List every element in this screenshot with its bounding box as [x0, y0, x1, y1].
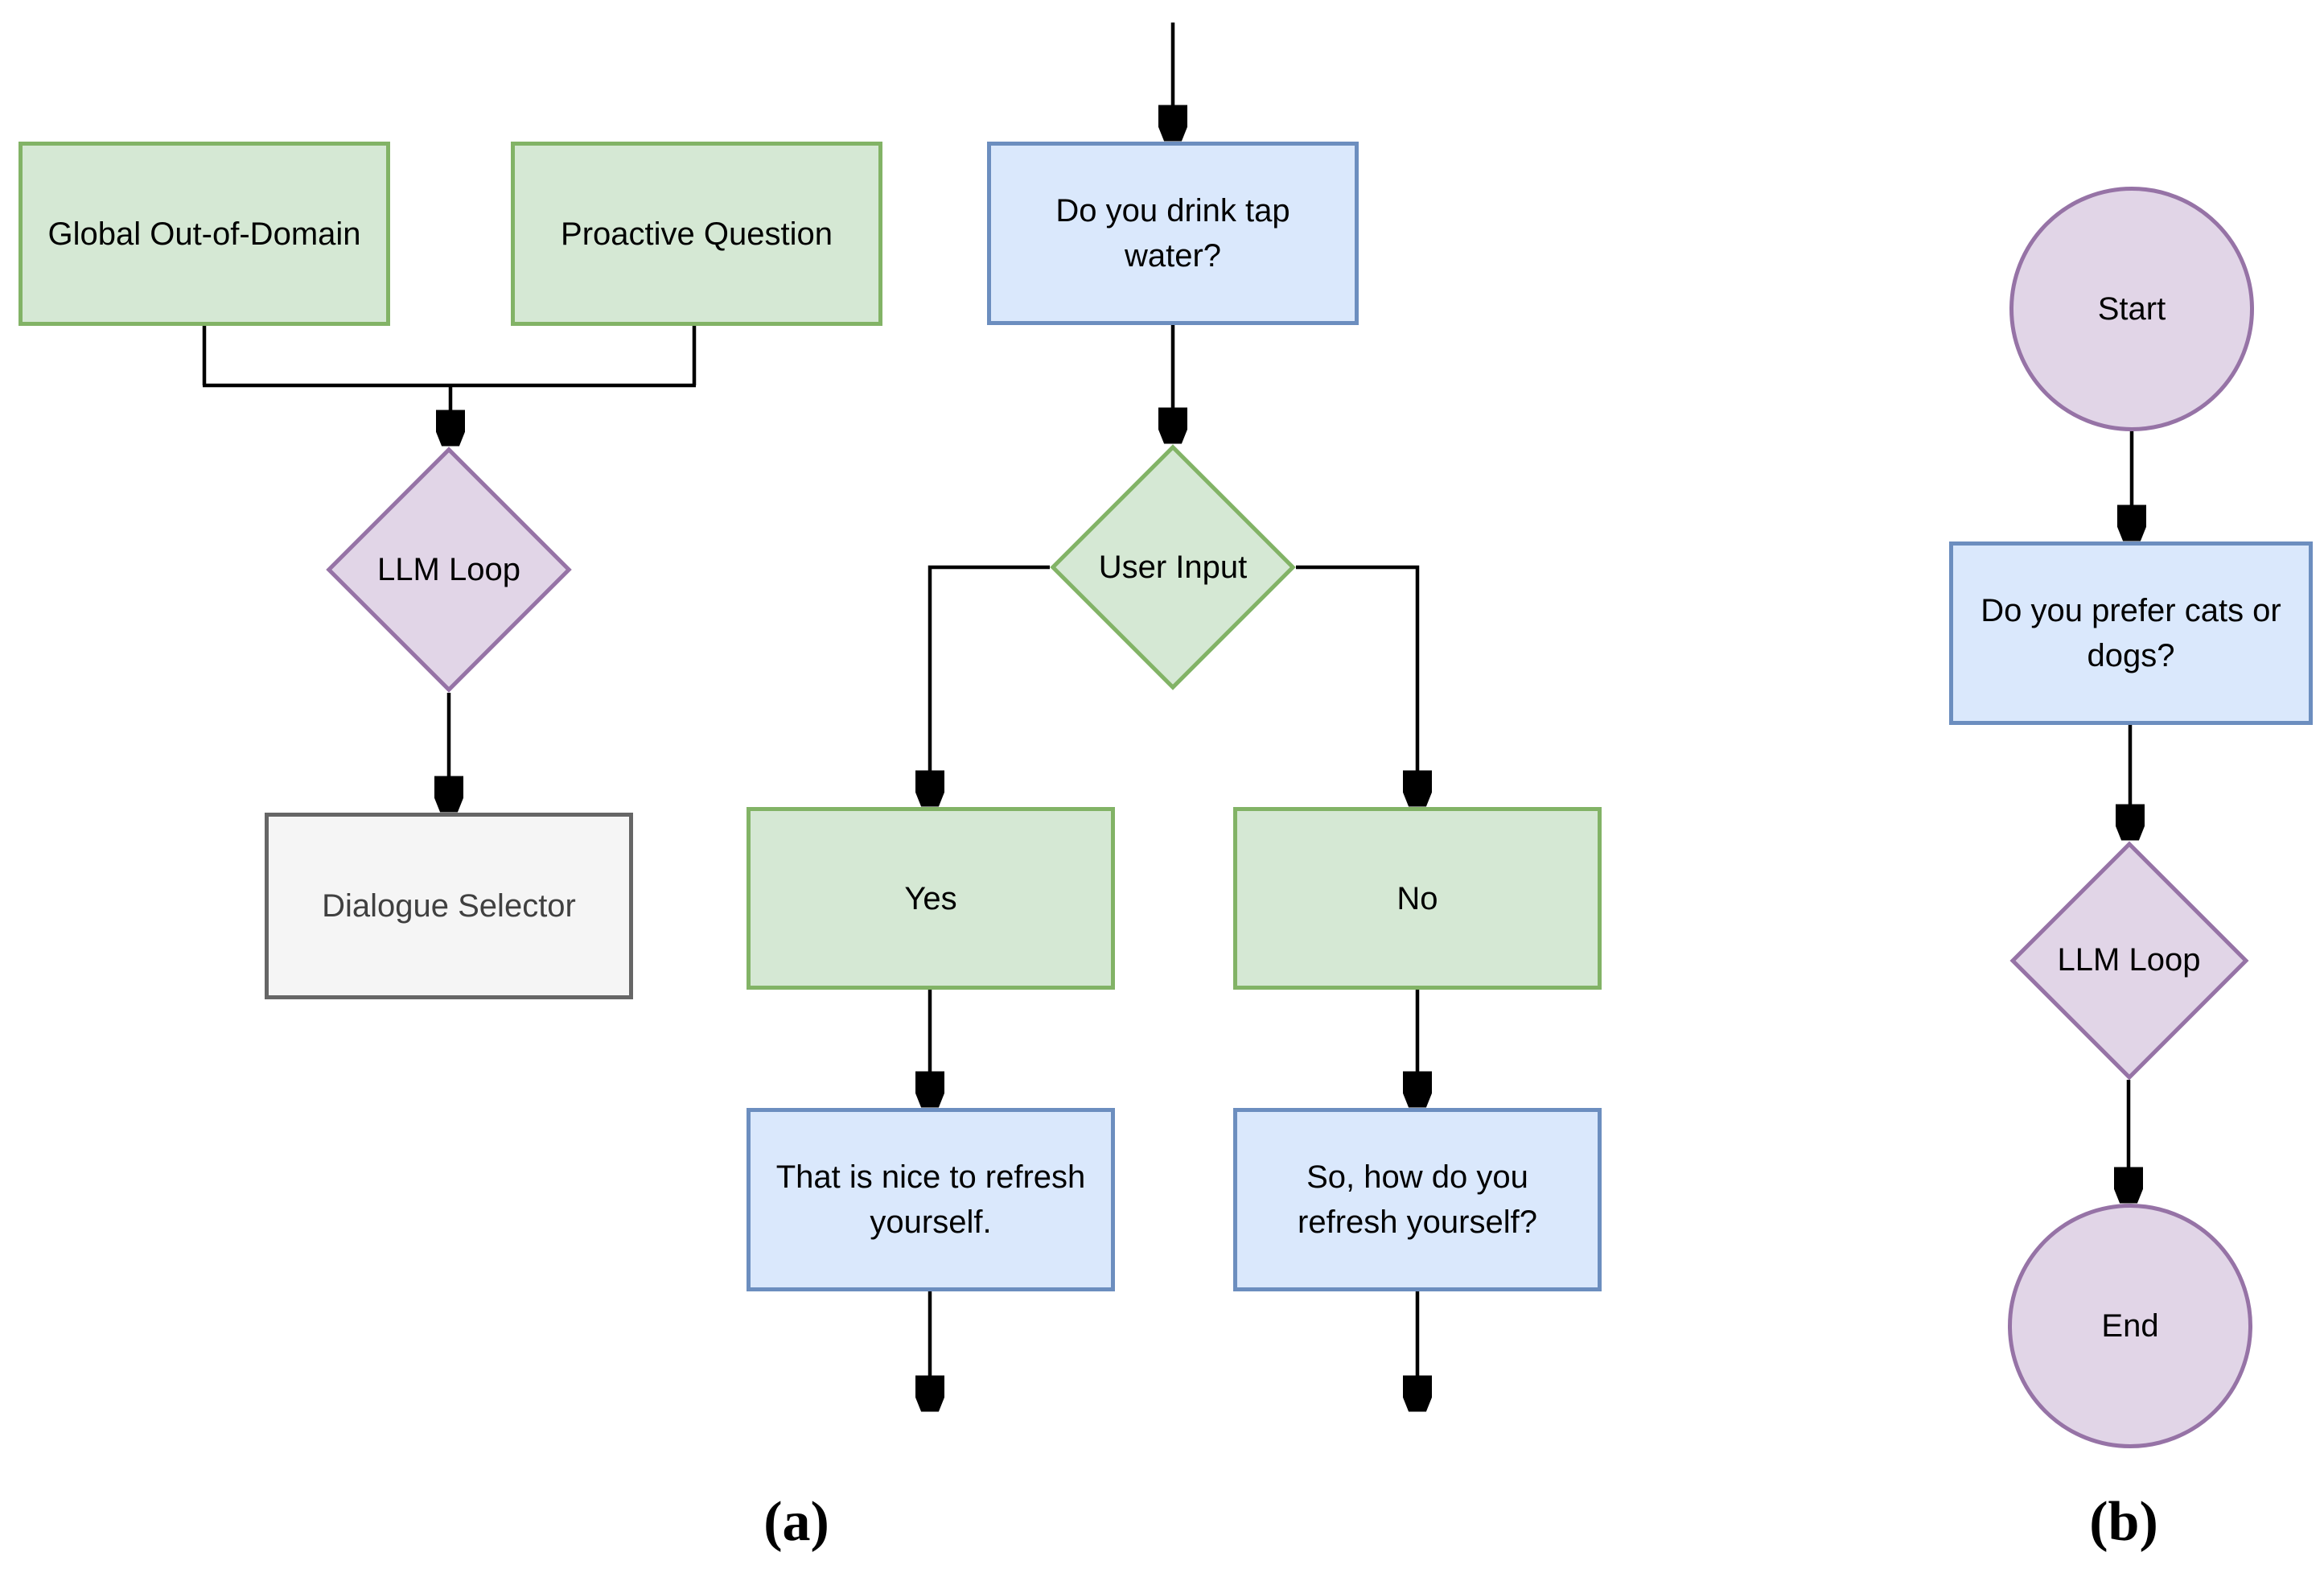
node-cats-dogs-question-label: Do you prefer cats or dogs? — [1981, 593, 2281, 673]
node-tap-water-question-label: Do you drink tap water? — [1055, 193, 1290, 274]
node-yes-response: That is nice to refresh yourself. — [747, 1108, 1115, 1291]
node-yes-label: Yes — [904, 880, 957, 916]
node-no-response-label: So, how do you refresh yourself? — [1298, 1159, 1537, 1240]
subfigure-label-b: (b) — [2089, 1491, 2158, 1553]
node-llm-loop-b: LLM Loop — [2009, 841, 2248, 1080]
node-dialogue-selector-label: Dialogue Selector — [322, 888, 576, 924]
node-start: Start — [2009, 187, 2254, 431]
node-end-label: End — [2101, 1308, 2159, 1344]
edge-userinput-to-no — [1296, 565, 1417, 803]
node-no: No — [1233, 807, 1602, 990]
node-llm-loop-a-label: LLM Loop — [377, 551, 520, 587]
node-user-input-label: User Input — [1098, 549, 1248, 585]
node-dialogue-selector: Dialogue Selector — [265, 813, 633, 999]
node-no-response: So, how do you refresh yourself? — [1233, 1108, 1602, 1291]
node-yes: Yes — [747, 807, 1115, 990]
node-proactive-question: Proactive Question — [511, 142, 882, 326]
node-yes-response-label: That is nice to refresh yourself. — [775, 1159, 1086, 1240]
edge-userinput-to-yes — [930, 565, 1050, 803]
node-no-label: No — [1396, 880, 1438, 916]
node-cats-dogs-question: Do you prefer cats or dogs? — [1949, 541, 2313, 725]
node-end: End — [2008, 1204, 2252, 1448]
node-llm-loop-b-label: LLM Loop — [2057, 942, 2201, 978]
node-llm-loop-a: LLM Loop — [326, 447, 572, 693]
node-global-out-of-domain-label: Global Out-of-Domain — [47, 216, 361, 252]
node-proactive-question-label: Proactive Question — [561, 216, 833, 252]
node-global-out-of-domain: Global Out-of-Domain — [19, 142, 390, 326]
node-start-label: Start — [2097, 291, 2166, 327]
node-tap-water-question: Do you drink tap water? — [987, 142, 1359, 325]
node-user-input: User Input — [1050, 444, 1296, 690]
subfigure-label-a: (a) — [763, 1491, 829, 1553]
